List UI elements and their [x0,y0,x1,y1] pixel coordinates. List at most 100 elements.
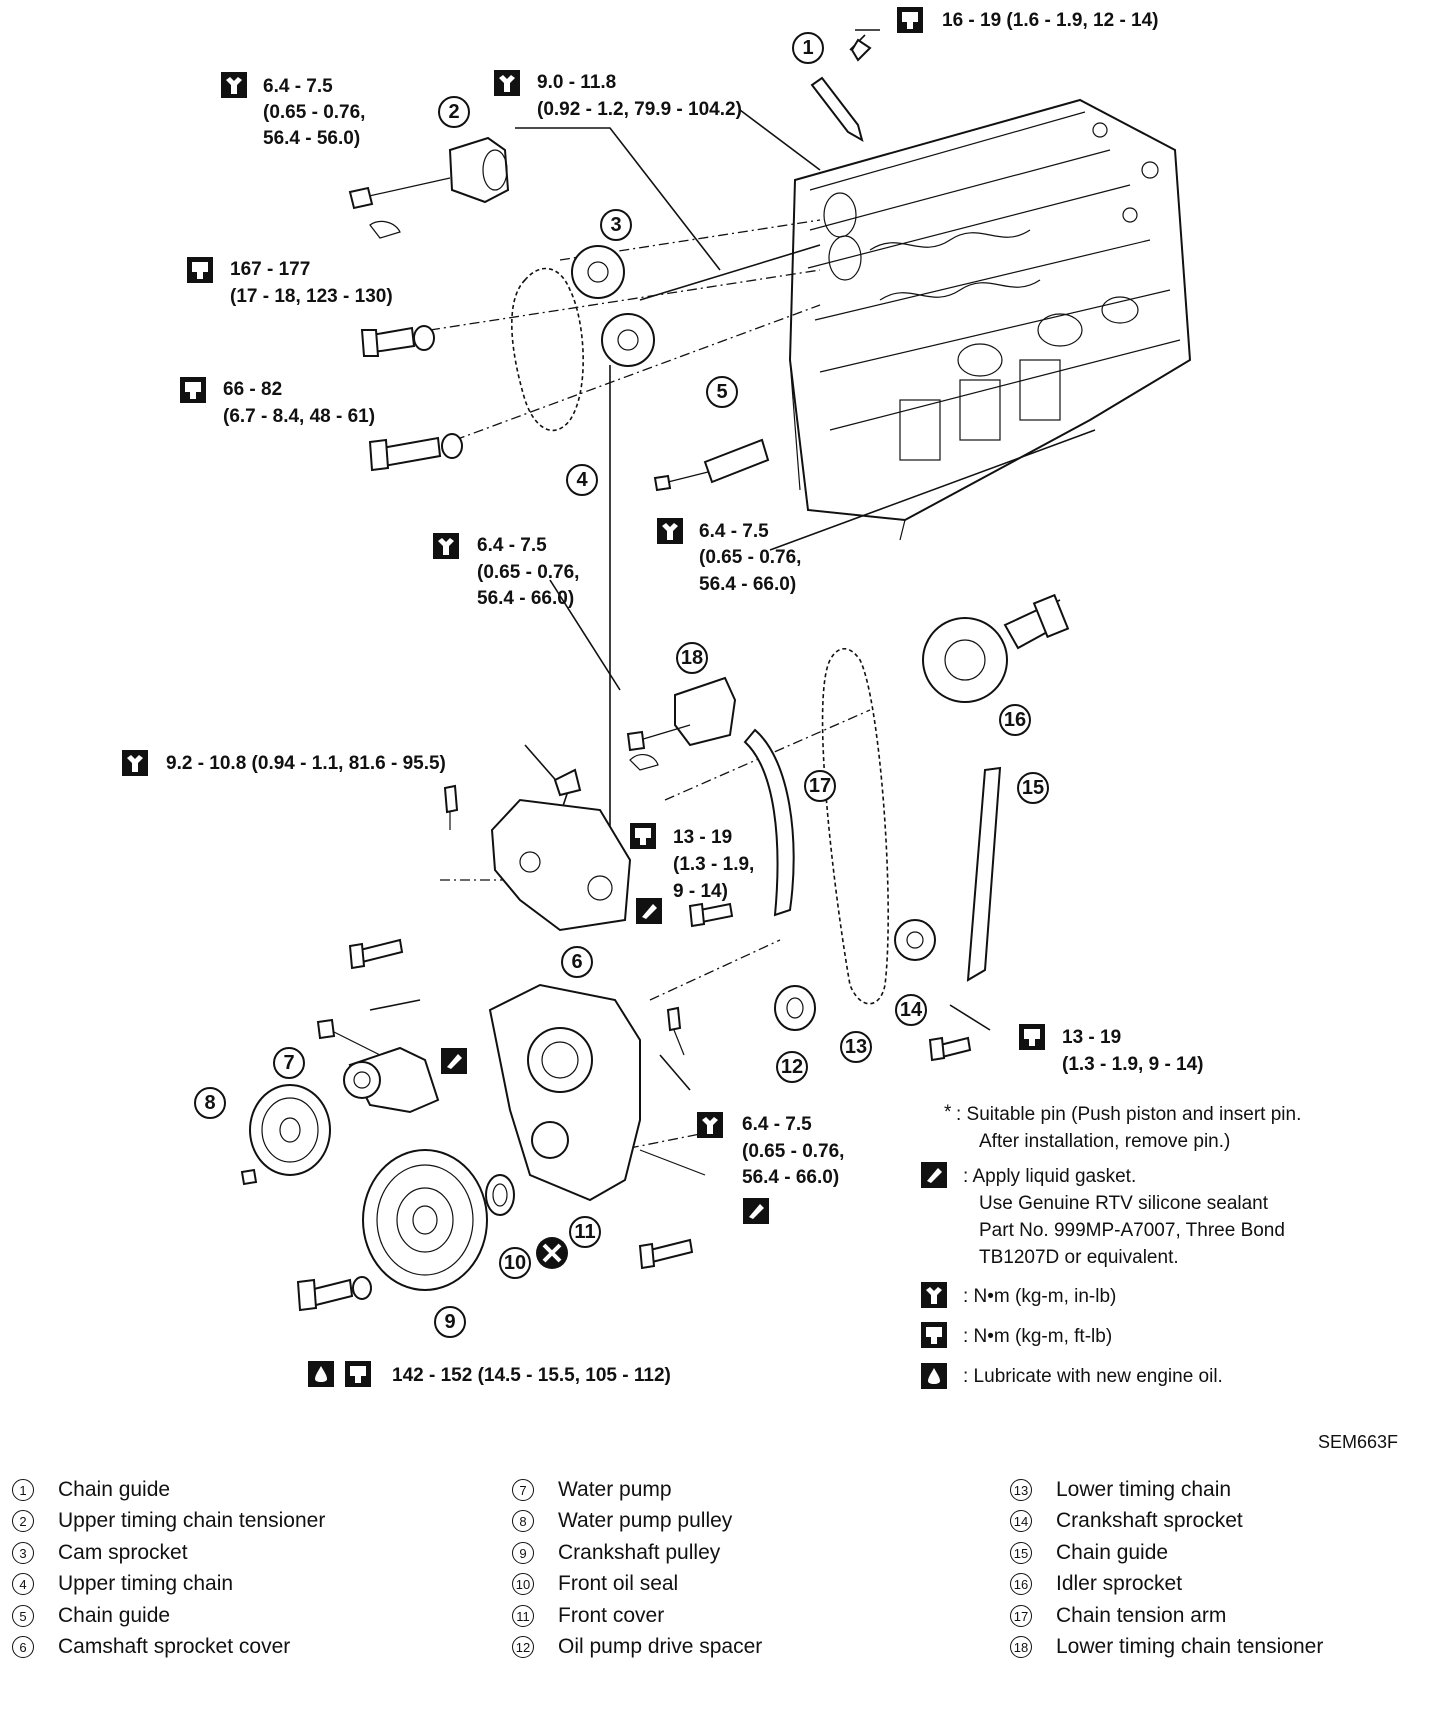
callout-7: 7 [273,1047,305,1079]
svg-text:11: 11 [574,1221,595,1243]
callout-10: 10 [499,1247,531,1279]
part-name: Chain guide [58,1477,171,1501]
replace-seal-symbol [536,1237,568,1269]
part-name: Front oil seal [558,1572,679,1596]
part-name: Crankshaft pulley [558,1540,721,1564]
engine-head-drawing [788,98,1192,541]
list-item: 1 Chain guide [12,1474,325,1506]
cam-sprockets-drawing [571,245,655,367]
spacer-drawing [774,985,816,1031]
torque-label-t7-line3: 56.4 - 66.0) [477,588,574,609]
list-item: 10 Front oil seal [512,1569,762,1601]
torque-label-t9-line2: (1.3 - 1.9, [673,854,754,875]
svg-text:13: 13 [845,1036,867,1058]
torque-label-t1: 16 - 19 (1.6 - 1.9, 12 - 14) [942,10,1159,31]
callout-11: 11 [569,1216,601,1248]
callout-15: 15 [1017,772,1049,804]
torque-inlb-icon [697,1112,723,1138]
part-number: 14 [1010,1510,1032,1533]
legend-gasket-line1: : Apply liquid gasket. [963,1166,1136,1187]
callout-9: 9 [434,1306,466,1338]
part-name: Lower timing chain [1056,1477,1232,1501]
part-number: 4 [12,1573,34,1596]
legend-pin-line2: After installation, remove pin.) [979,1131,1230,1152]
list-item: 11 Front cover [512,1600,762,1632]
svg-text:1: 1 [802,37,813,59]
upper-timing-chain-drawing [511,267,584,432]
callout-8: 8 [194,1087,226,1119]
svg-text:15: 15 [1022,777,1044,799]
part-number: 1 [12,1478,34,1501]
torque-label-t11-line1: 6.4 - 7.5 [742,1114,812,1135]
exploded-view-diagram: 16 - 19 (1.6 - 1.9, 12 - 14) 6.4 - 7.5 (… [122,7,1301,1389]
torque-label-t11-line2: (0.65 - 0.76, [742,1141,844,1162]
part-number: 9 [512,1541,534,1564]
part-number: 2 [12,1510,34,1533]
torque-label-t2-line1: 6.4 - 7.5 [263,76,333,97]
svg-text:4: 4 [576,469,588,491]
part-name: Idler sprocket [1056,1572,1183,1596]
chain-guide-1-drawing [810,34,872,143]
legend-oil-text: : Lubricate with new engine oil. [963,1366,1223,1387]
torque-label-t6-line3: 56.4 - 66.0) [699,574,796,595]
part-number: 11 [512,1604,534,1627]
torque-label-t2-line3: 56.4 - 56.0) [263,128,360,149]
svg-text:6: 6 [571,951,582,973]
torque-inlb-icon [221,72,247,98]
torque-label-t2-line2: (0.65 - 0.76, [263,102,365,123]
legend-ftlb-text: : N•m (kg-m, ft-lb) [963,1326,1112,1347]
chain-guide-15-drawing [966,766,1002,982]
lubricate-oil-icon [308,1361,334,1387]
part-name: Lower timing chain tensioner [1056,1635,1324,1659]
front-cover-drawing [488,983,706,1202]
upper-tensioner-2-drawing [348,136,510,239]
crankshaft-pulley-drawing [296,1149,488,1312]
svg-text:5: 5 [716,381,727,403]
torque-inlb-icon [657,518,683,544]
torque-ftlb-icon [345,1361,371,1387]
torque-inlb-icon [494,70,520,96]
svg-text:9: 9 [444,1311,455,1333]
legend-gasket-line4: TB1207D or equivalent. [979,1247,1179,1268]
tension-arm-drawing [743,728,795,917]
chain-guide-5-drawing [653,438,770,492]
torque-label-t6-line1: 6.4 - 7.5 [699,521,769,542]
part-name: Water pump [558,1477,672,1501]
svg-text:12: 12 [781,1056,803,1078]
callout-4: 4 [566,464,598,496]
torque-label-t8: 9.2 - 10.8 (0.94 - 1.1, 81.6 - 95.5) [166,753,446,774]
part-name: Front cover [558,1603,665,1627]
torque-label-t10-line2: (1.3 - 1.9, 9 - 14) [1062,1054,1204,1075]
callout-18: 18 [676,642,708,674]
part-name: Crankshaft sprocket [1056,1509,1243,1533]
legend-gasket-icon [921,1162,947,1188]
callout-13: 13 [840,1031,872,1063]
callout-2: 2 [438,96,470,128]
torque-label-t11-line3: 56.4 - 66.0) [742,1167,839,1188]
callout-5: 5 [706,376,738,408]
torque-label-t7-line2: (0.65 - 0.76, [477,562,579,583]
part-callouts: 1 2 3 4 5 6 7 8 9 10 11 12 13 14 15 16 1… [194,32,1049,1338]
svg-text:8: 8 [204,1092,215,1114]
torque-label-t9-line1: 13 - 19 [673,827,732,848]
callout-1: 1 [792,32,824,64]
part-name: Chain guide [58,1603,171,1627]
lower-timing-chain-drawing [821,647,889,1005]
sprocket-cover-drawing [443,768,632,932]
misc-bolts-drawing [348,902,972,1270]
part-number: 10 [512,1573,534,1596]
part-name: Cam sprocket [58,1540,188,1564]
callout-14: 14 [895,994,927,1026]
crank-sprocket-drawing [894,919,936,961]
